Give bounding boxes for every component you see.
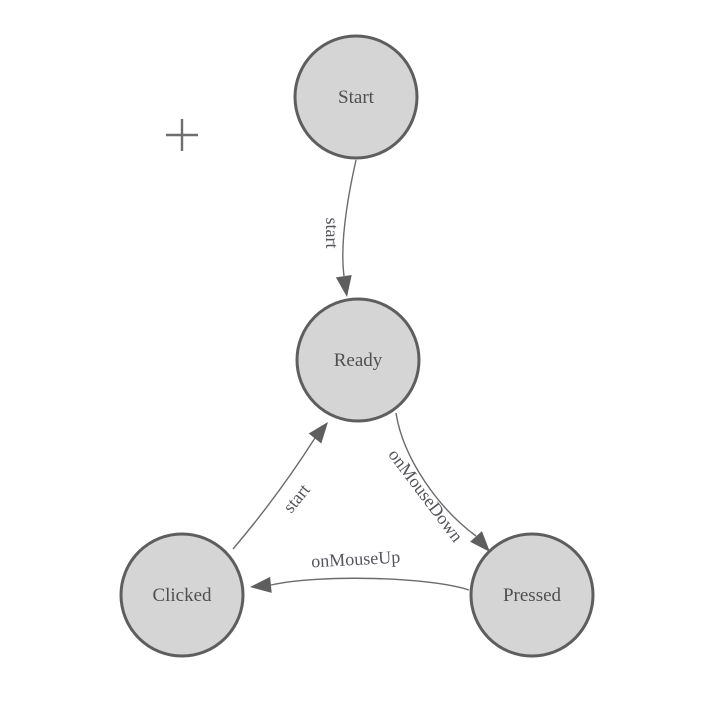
state-label-ready: Ready xyxy=(334,350,383,371)
transition-start-to-ready-arrowhead-icon xyxy=(335,275,352,297)
transition-label-onmouseup: onMouseUp xyxy=(311,547,401,572)
transition-start-to-ready-line[interactable] xyxy=(342,159,357,277)
transition-clicked-to-ready-line[interactable] xyxy=(232,437,316,550)
state-node-clicked[interactable]: Clicked xyxy=(119,532,245,658)
state-node-ready[interactable]: Ready xyxy=(295,297,421,423)
transition-ready-to-pressed[interactable]: onMouseDown xyxy=(384,412,490,552)
transition-clicked-to-ready[interactable]: start xyxy=(232,422,328,550)
transition-label-onmousedown: onMouseDown xyxy=(384,445,467,546)
state-circle-ready[interactable] xyxy=(295,297,421,423)
transition-pressed-to-clicked[interactable]: onMouseUp xyxy=(250,547,470,593)
state-circle-start[interactable] xyxy=(293,34,419,160)
transition-label-start-2: start xyxy=(279,480,314,517)
state-node-start[interactable]: Start xyxy=(293,34,419,160)
state-label-clicked: Clicked xyxy=(152,585,212,606)
transition-pressed-to-clicked-line[interactable] xyxy=(270,577,470,591)
state-node-pressed[interactable]: Pressed xyxy=(469,532,595,658)
state-label-start: Start xyxy=(338,87,375,108)
transition-start-to-ready[interactable]: start xyxy=(322,159,357,297)
transition-pressed-to-clicked-arrowhead-icon xyxy=(250,576,272,593)
transition-ready-to-pressed-line[interactable] xyxy=(395,412,477,537)
transition-label-start-1: start xyxy=(322,218,342,249)
state-circle-pressed[interactable] xyxy=(469,532,595,658)
crosshair-icon xyxy=(166,119,198,151)
state-circle-clicked[interactable] xyxy=(119,532,245,658)
state-label-pressed: Pressed xyxy=(503,585,562,606)
transition-ready-to-pressed-arrowhead-icon xyxy=(470,531,490,552)
transition-clicked-to-ready-arrowhead-icon xyxy=(308,422,328,444)
